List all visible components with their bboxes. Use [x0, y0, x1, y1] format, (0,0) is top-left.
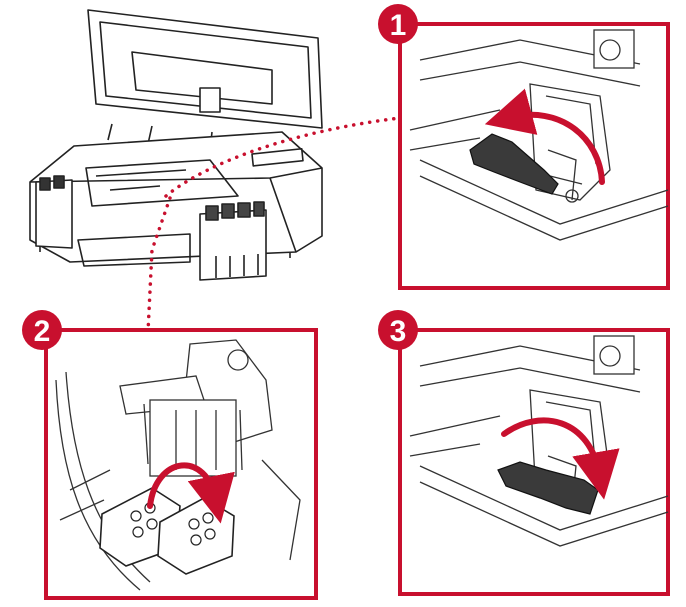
- step-2-badge: 2: [22, 310, 62, 350]
- step-1-panel: 1: [378, 4, 670, 290]
- lever-lowered-icon: [497, 461, 599, 515]
- step-2-number: 2: [34, 315, 51, 348]
- dotted-leader-line: [146, 116, 402, 334]
- step-2-panel: 2: [22, 310, 318, 600]
- rotation-arrow-icon: [147, 462, 235, 524]
- step-2-detail: [55, 339, 301, 591]
- step-1-badge: 1: [378, 4, 418, 44]
- step-3-number: 3: [390, 315, 407, 348]
- printer-illustration: [29, 9, 323, 281]
- rotation-arrow-icon: [501, 417, 620, 500]
- step-1-number: 1: [390, 9, 407, 42]
- lever-raised-icon: [469, 133, 559, 195]
- step-3-badge: 3: [378, 310, 418, 350]
- step-3-panel: 3: [378, 310, 670, 596]
- rotation-arrow-icon: [484, 88, 605, 185]
